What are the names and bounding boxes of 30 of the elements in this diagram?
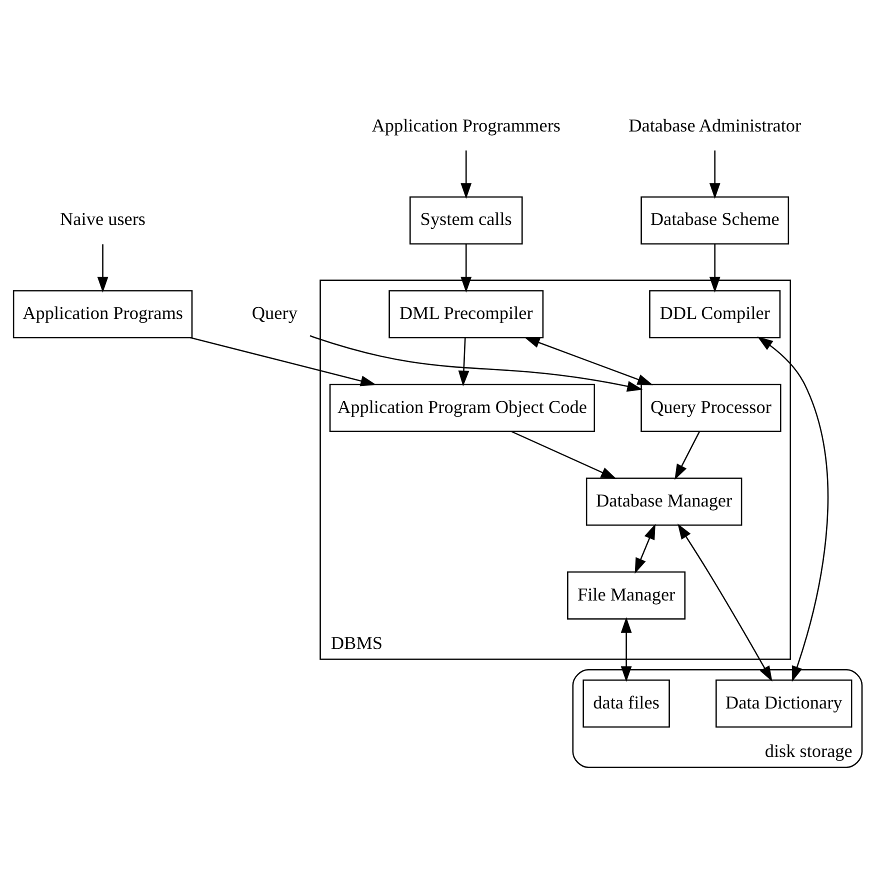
arrow <box>97 244 108 293</box>
arrow <box>757 336 828 682</box>
node-text: Database Administrator <box>628 115 802 136</box>
node-box: Database Manager <box>586 478 742 526</box>
arrow <box>190 337 376 386</box>
node-box: data files <box>582 679 670 728</box>
arrow <box>460 244 472 293</box>
node-box: Database Scheme <box>640 196 790 244</box>
node-text: Application Programmers <box>372 115 560 136</box>
arrow <box>458 338 470 386</box>
node-box: File Manager <box>567 571 686 620</box>
arrow <box>620 617 632 682</box>
node-text: Query <box>252 302 298 323</box>
arrow <box>674 431 700 480</box>
arrow <box>634 524 656 574</box>
node-text: Naive users <box>60 209 146 230</box>
node-box: System calls <box>409 196 523 244</box>
arrow <box>310 335 643 392</box>
node-box: Data Dictionary <box>716 679 852 728</box>
arrow <box>511 430 617 479</box>
arrow <box>678 524 772 682</box>
node-box: Application Programs <box>12 290 193 338</box>
node-box: Application Program Object Code <box>329 384 596 432</box>
arrow <box>524 337 654 386</box>
node-box: DML Precompiler <box>388 290 544 338</box>
node-box: DDL Compiler <box>649 290 781 338</box>
arrow <box>709 150 720 199</box>
node-box: Query Processor <box>640 384 782 432</box>
arrow <box>460 150 472 199</box>
arrow <box>709 244 720 293</box>
